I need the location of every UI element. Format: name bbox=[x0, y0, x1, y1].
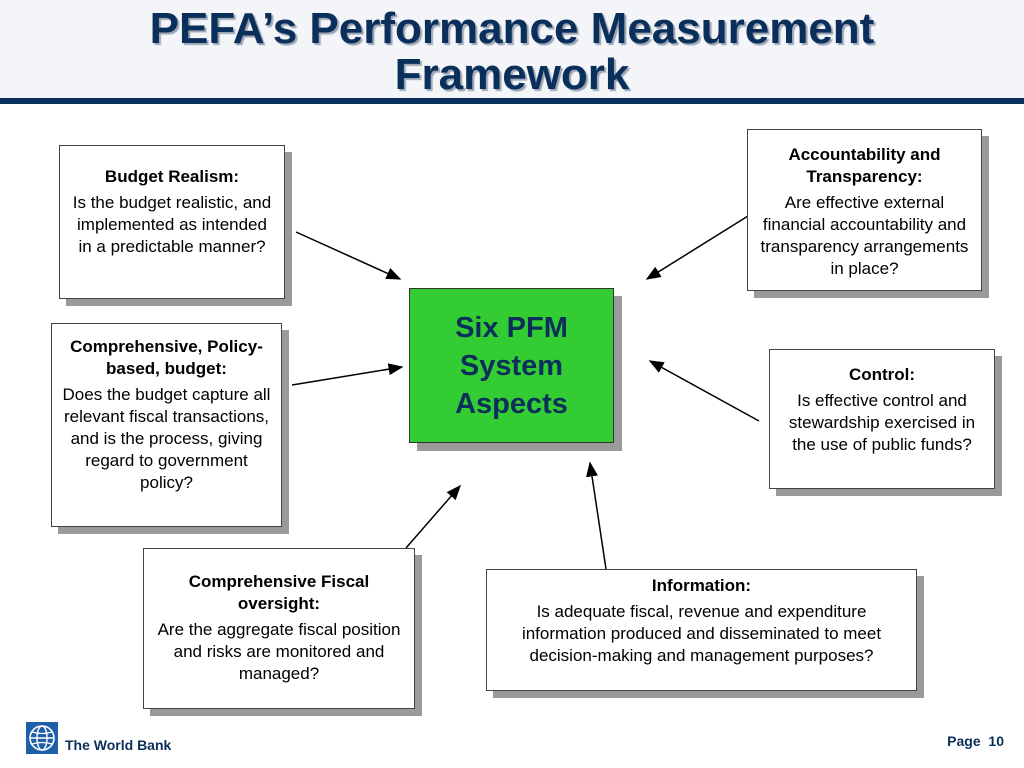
comprehensive-text: Does the budget capture all relevant fis… bbox=[62, 385, 271, 492]
accountability-text: Are effective external financial account… bbox=[760, 193, 969, 278]
page-value: 10 bbox=[988, 733, 1004, 749]
accountability-heading: Accountability and Transparency: bbox=[788, 145, 941, 186]
arrow-comprehensive bbox=[291, 363, 404, 386]
budget-realism-box: Budget Realism: Is the budget realistic,… bbox=[59, 145, 285, 299]
footer-org-name: The World Bank bbox=[65, 737, 172, 753]
control-box: Control: Is effective control and stewar… bbox=[769, 349, 995, 489]
accountability-box: Accountability and Transparency: Are eff… bbox=[747, 129, 982, 291]
arrow-accountability bbox=[645, 215, 749, 280]
world-bank-globe-icon bbox=[26, 722, 58, 754]
center-line-3: Aspects bbox=[455, 388, 568, 420]
arrow-control bbox=[648, 360, 760, 422]
arrow-fiscal-oversight bbox=[405, 484, 461, 549]
fiscal-oversight-box: Comprehensive Fiscal oversight: Are the … bbox=[143, 548, 415, 709]
title-bar: PEFA’s Performance Measurement Framework bbox=[0, 0, 1024, 104]
six-pfm-aspects-box: Six PFM System Aspects bbox=[409, 288, 614, 443]
center-line-1: Six PFM bbox=[455, 312, 568, 344]
arrow-budget-realism bbox=[295, 231, 402, 280]
information-heading: Information: bbox=[651, 576, 752, 595]
page-number: Page 10 bbox=[947, 733, 1004, 749]
fiscal-oversight-heading: Comprehensive Fiscal oversight: bbox=[188, 572, 370, 613]
information-text: Is adequate fiscal, revenue and expendit… bbox=[521, 602, 882, 665]
comprehensive-heading: Comprehensive, Policy-based, budget: bbox=[70, 337, 263, 378]
center-line-2: System bbox=[459, 350, 564, 382]
control-heading: Control: bbox=[848, 365, 916, 384]
budget-realism-text: Is the budget realistic, and implemented… bbox=[72, 193, 272, 256]
arrow-information bbox=[586, 461, 607, 570]
information-box: Information: Is adequate fiscal, revenue… bbox=[486, 569, 917, 691]
control-text: Is effective control and stewardship exe… bbox=[788, 391, 976, 454]
comprehensive-budget-box: Comprehensive, Policy-based, budget: Doe… bbox=[51, 323, 282, 527]
slide-title: PEFA’s Performance Measurement Framework bbox=[149, 4, 875, 99]
fiscal-oversight-text: Are the aggregate fiscal position and ri… bbox=[157, 620, 401, 683]
page-label: Page bbox=[947, 733, 981, 749]
budget-realism-heading: Budget Realism: bbox=[104, 167, 240, 186]
